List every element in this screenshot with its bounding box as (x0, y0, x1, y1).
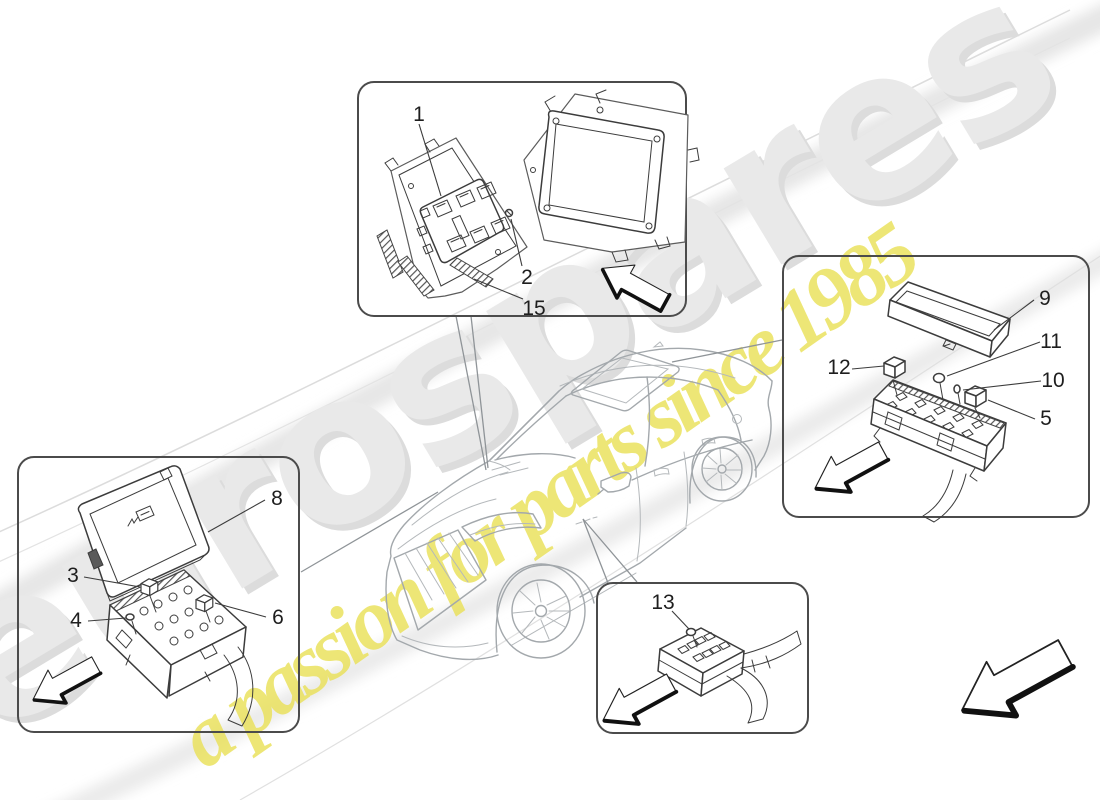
part-label-5[interactable]: 5 (1040, 407, 1052, 430)
part-4-fuse (125, 613, 135, 621)
leader-part-13 (671, 610, 690, 630)
callout-box-left: 8 3 4 6 (17, 456, 300, 733)
leader-part-8 (207, 499, 266, 533)
part-10-fuse (953, 384, 961, 394)
leader-part-12 (851, 365, 885, 370)
part-13-fuse (685, 627, 697, 637)
leader-line-top-box (455, 315, 489, 471)
part-15-strip (449, 257, 494, 288)
callout-box-right: 9 11 12 10 5 (782, 255, 1090, 523)
leader-part-3 (83, 576, 141, 588)
part-label-2[interactable]: 2 (521, 266, 533, 289)
part-label-12[interactable]: 12 (827, 356, 850, 379)
callout-frame-bottom (596, 582, 809, 734)
leader-line-bottom-box (582, 518, 638, 584)
leader-part-1 (418, 123, 442, 197)
rear-wheel (691, 436, 753, 502)
part-label-6[interactable]: 6 (272, 606, 284, 629)
leader-part-10 (962, 380, 1042, 391)
direction-arrow-right-box (813, 440, 891, 494)
callout-box-top: 1 2 15 (357, 81, 700, 320)
leader-line-left-box (300, 491, 439, 573)
engine-fusebox-drawing (870, 281, 1011, 523)
leader-part-15 (473, 278, 524, 300)
part-label-1[interactable]: 1 (413, 103, 425, 126)
leader-part-11 (946, 341, 1041, 377)
car-illustration (385, 341, 773, 661)
part-label-15[interactable]: 15 (522, 297, 545, 320)
front-wheel (496, 563, 586, 659)
leader-part-2 (510, 218, 523, 267)
control-unit-drawing (376, 89, 700, 299)
leader-part-6 (214, 602, 267, 618)
part-label-4[interactable]: 4 (70, 609, 82, 632)
part-11-fuse (932, 372, 946, 384)
leader-lines (300, 315, 783, 584)
leader-part-4 (87, 617, 127, 622)
part-label-3[interactable]: 3 (67, 564, 79, 587)
leader-part-5 (987, 399, 1036, 420)
part-label-9[interactable]: 9 (1039, 287, 1051, 310)
callout-frame-left (17, 456, 300, 733)
front-fusebox-drawing (77, 465, 254, 727)
part-label-10[interactable]: 10 (1041, 369, 1064, 392)
direction-arrow-bottom-box (601, 672, 679, 726)
part-label-11[interactable]: 11 (1040, 330, 1062, 353)
callout-box-bottom: 13 (596, 582, 809, 734)
callout-frame-right (782, 255, 1090, 518)
part-label-8[interactable]: 8 (271, 487, 283, 510)
part-label-13[interactable]: 13 (651, 591, 674, 614)
sill-fusebox-drawing (657, 627, 802, 724)
direction-arrow-main (962, 640, 1073, 716)
leader-line-right-box (671, 339, 783, 363)
leader-part-9 (993, 299, 1035, 331)
